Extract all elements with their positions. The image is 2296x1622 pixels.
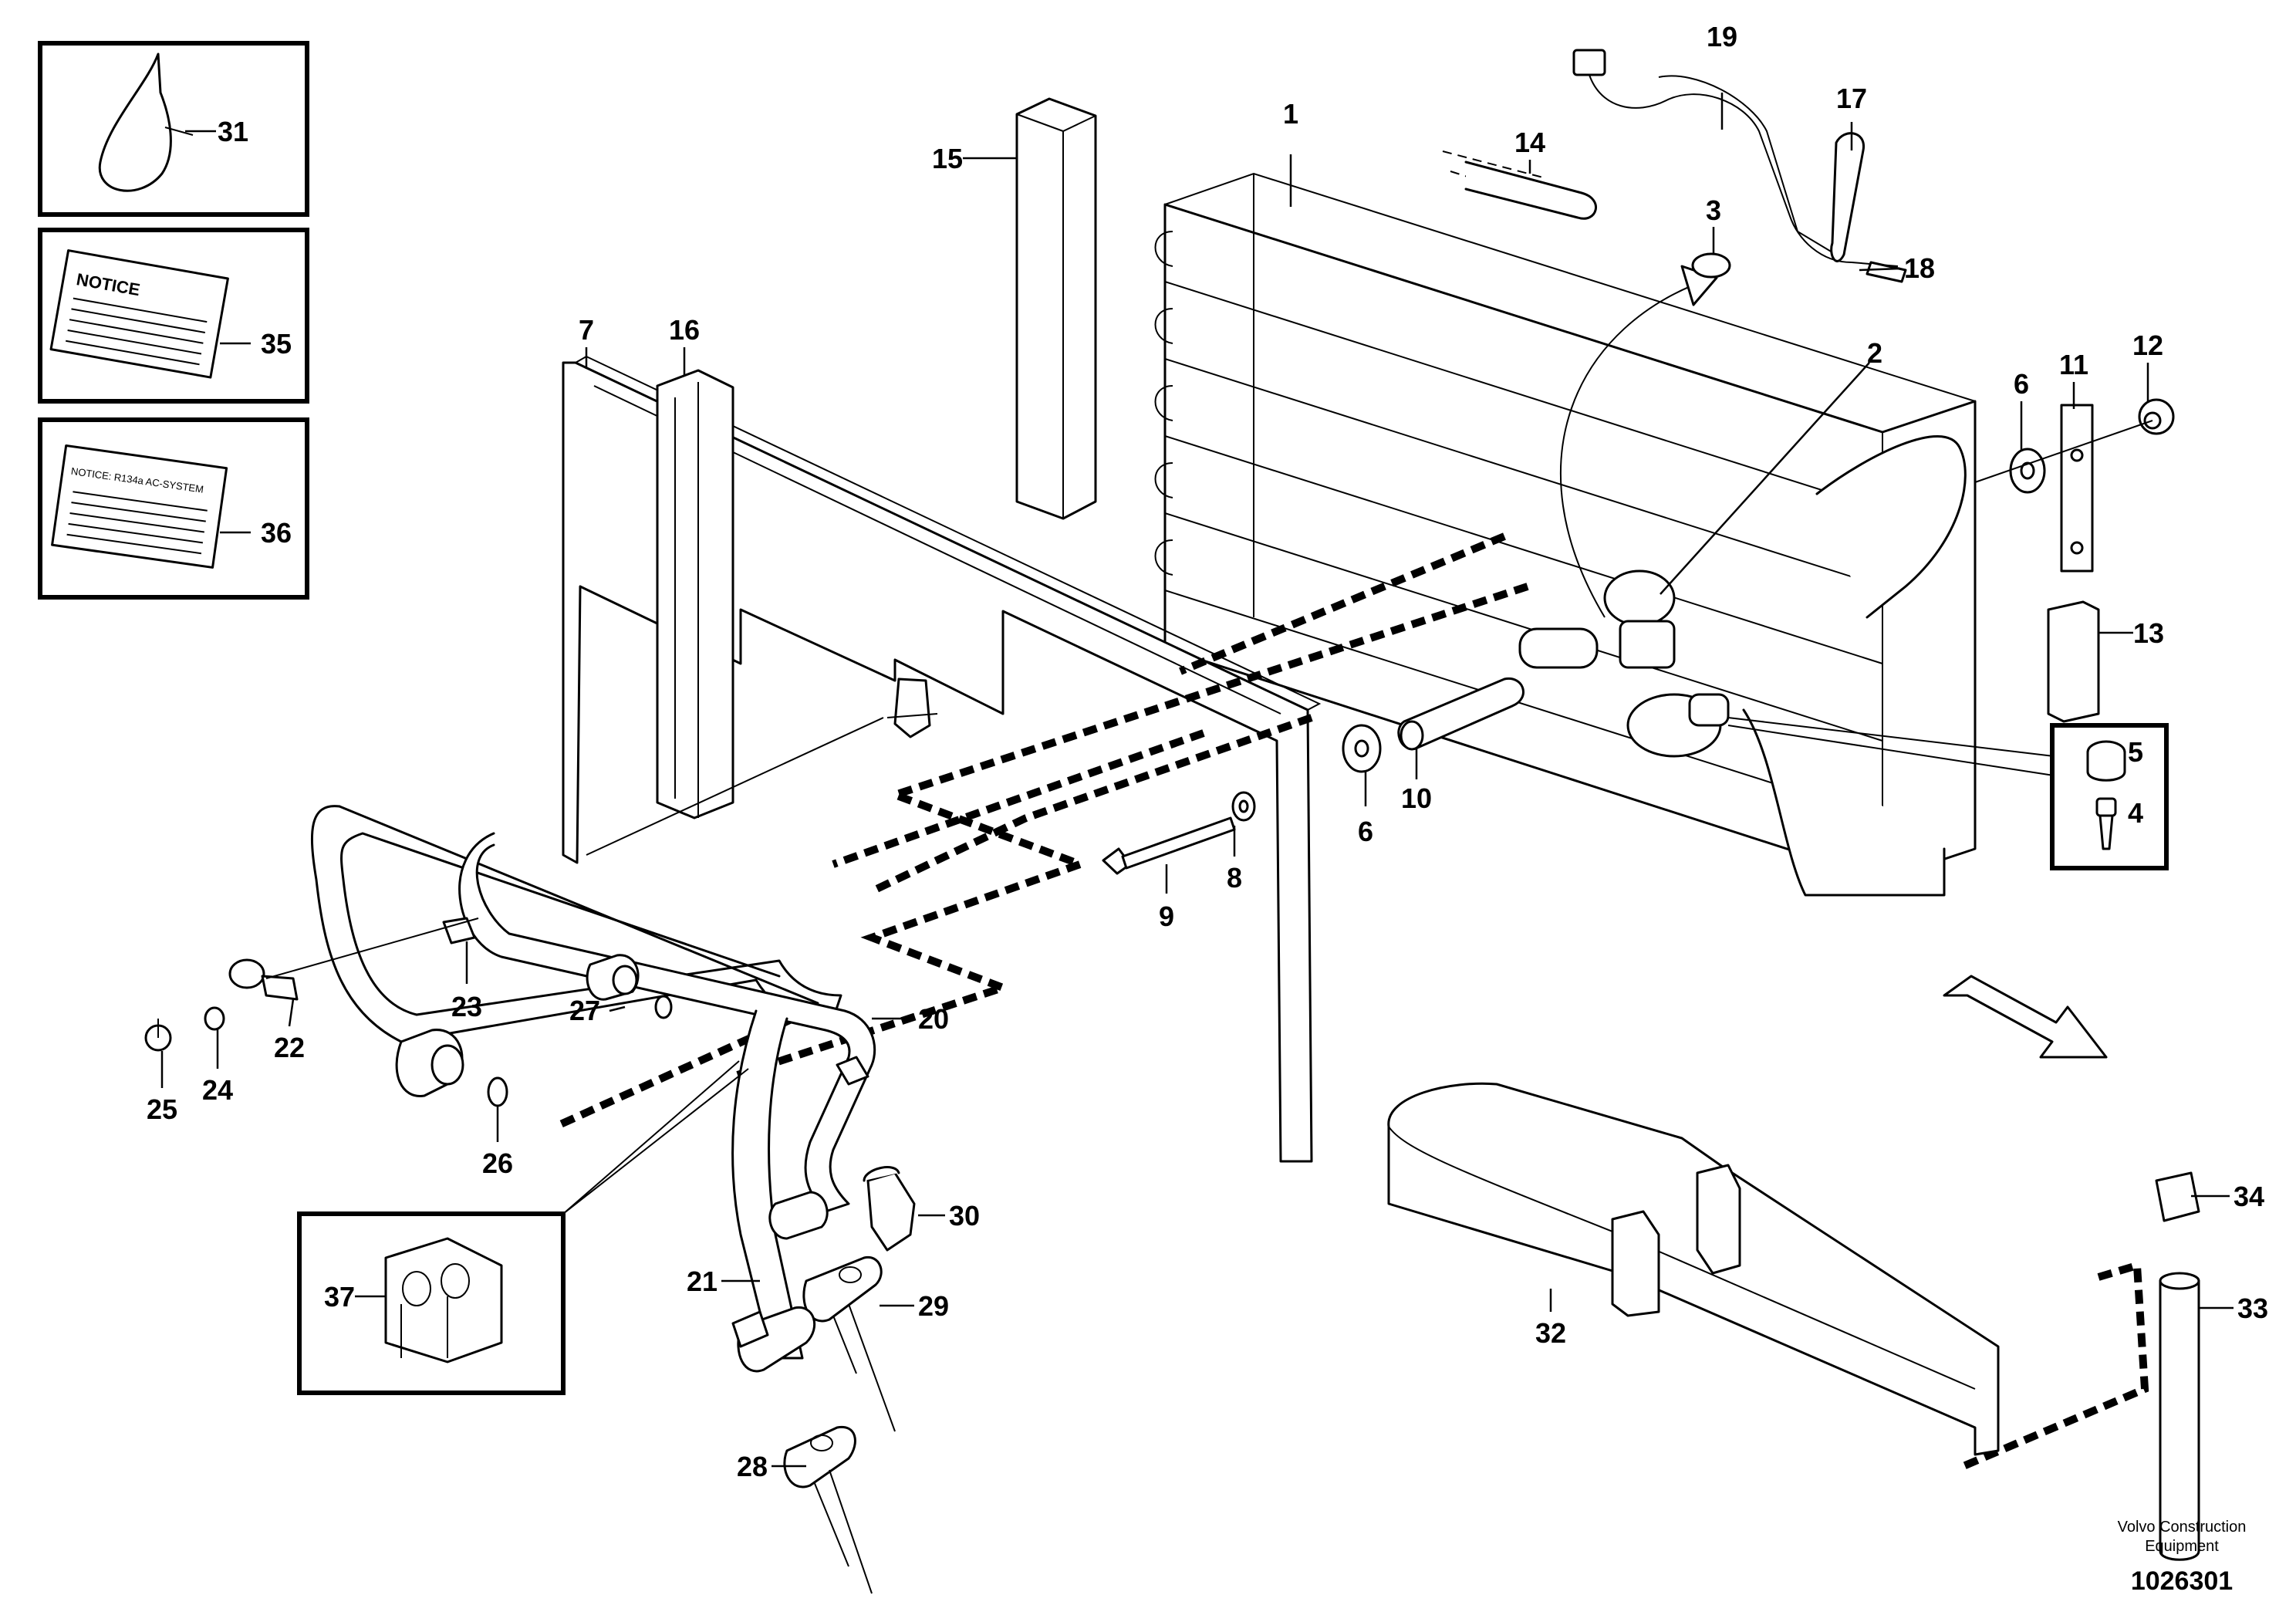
callout-9: 9: [1159, 901, 1174, 932]
clip-nut-part: [442, 917, 476, 944]
callout-11: 11: [2059, 349, 2088, 380]
inset-box-cable-tie: [38, 41, 309, 217]
callout-36: 36: [261, 517, 292, 549]
o-ring-part-small: [654, 995, 673, 1019]
callout-30: 30: [949, 1200, 980, 1232]
pressure-switch-part: [836, 1056, 916, 1252]
callout-24: 24: [202, 1074, 233, 1106]
callout-19: 19: [1707, 21, 1737, 52]
callout-23: 23: [451, 991, 482, 1022]
o-ring-part-large: [487, 1076, 508, 1107]
callout-22: 22: [274, 1032, 305, 1063]
callout-26: 26: [482, 1147, 513, 1179]
leader-lines: [160, 93, 2234, 1468]
callout-1: 1: [1283, 98, 1298, 130]
callout-10: 10: [1401, 782, 1432, 814]
callout-27: 27: [569, 995, 600, 1026]
callout-16: 16: [669, 314, 700, 346]
callout-34: 34: [2234, 1181, 2264, 1212]
brand-line-1: Volvo Construction: [2118, 1519, 2247, 1536]
cable-tie-icon: [98, 52, 172, 192]
hose-clip-part: [2155, 1171, 2200, 1222]
callout-3: 3: [1706, 194, 1721, 226]
inset-box-notice-label: NOTICE: [38, 228, 309, 404]
callout-28: 28: [737, 1451, 768, 1482]
washer-part-upper: [2009, 448, 2046, 494]
drain-hose-part: [2159, 1272, 2200, 1561]
callout-2: 2: [1867, 337, 1882, 369]
callout-13: 13: [2133, 617, 2164, 649]
thermostat-sensor-part: [1572, 49, 1907, 283]
foam-block-part: [1015, 97, 1097, 520]
callout-32: 32: [1535, 1317, 1566, 1349]
o-ring-part-upper: [1691, 252, 1731, 279]
hose-fitting-small: [586, 954, 640, 1001]
fitting-block-part-lower: [783, 1425, 873, 1594]
washer-part-lower: [1342, 724, 1382, 773]
bolt-part: [1102, 816, 1236, 875]
inset-box-cap-valve: [2050, 723, 2169, 870]
insulation-tube-part: [1397, 677, 1524, 751]
expansion-valve-part: [1518, 265, 1730, 758]
callout-5: 5: [2128, 736, 2143, 768]
valve-core-part: [2095, 797, 2117, 817]
channel-strip-part: [656, 369, 734, 819]
washer-part-small: [1231, 791, 1256, 822]
fitting-block-part-upper: [802, 1255, 896, 1432]
document-number: 1026301: [2131, 1566, 2233, 1596]
seal-strip-part: [1442, 150, 1597, 220]
callout-6-upper: 6: [2014, 368, 2029, 400]
hex-nut-part: [144, 1019, 172, 1052]
callout-35: 35: [261, 328, 292, 360]
inset-box-r134a-label: NOTICE: R134a AC-SYSTEM: [38, 417, 309, 600]
hose-fitting-large: [395, 1029, 464, 1097]
callout-25: 25: [147, 1093, 177, 1125]
callout-31: 31: [218, 116, 248, 147]
flange-nut-part: [2138, 398, 2175, 435]
callout-15: 15: [932, 143, 963, 174]
callout-6-lower: 6: [1358, 816, 1373, 847]
direction-arrow-icon: [1943, 975, 2108, 1059]
p-clamp-part: [228, 958, 299, 1001]
inset-box-grommet: [297, 1211, 566, 1395]
callout-37: 37: [324, 1281, 355, 1313]
drain-tray-part: [1387, 1082, 2000, 1456]
brand-line-2: Equipment: [2145, 1538, 2219, 1555]
callout-20: 20: [918, 1003, 949, 1035]
callout-14: 14: [1514, 127, 1545, 158]
foam-pad-part: [2047, 600, 2100, 723]
hose-end-part: [731, 1310, 769, 1348]
callout-17: 17: [1836, 83, 1867, 114]
callout-labels: 1 2 3 4 5 6 6 7 8 9 10 11 12 13 14 15 16…: [147, 21, 2268, 1482]
callout-4: 4: [2128, 797, 2143, 829]
spring-washer-part: [204, 1006, 225, 1031]
refrigerant-hose-part: [310, 805, 876, 1360]
callout-12: 12: [2132, 329, 2163, 361]
callout-8: 8: [1227, 862, 1242, 894]
callout-29: 29: [918, 1290, 949, 1322]
callout-21: 21: [687, 1265, 718, 1297]
evaporator-core-part: [1154, 172, 1977, 897]
strip-bracket-part: [2060, 404, 2094, 573]
footer: Volvo Construction Equipment 1026301: [2118, 1519, 2247, 1596]
callout-18: 18: [1904, 252, 1935, 284]
callout-7: 7: [579, 314, 594, 346]
callout-33: 33: [2237, 1293, 2268, 1324]
